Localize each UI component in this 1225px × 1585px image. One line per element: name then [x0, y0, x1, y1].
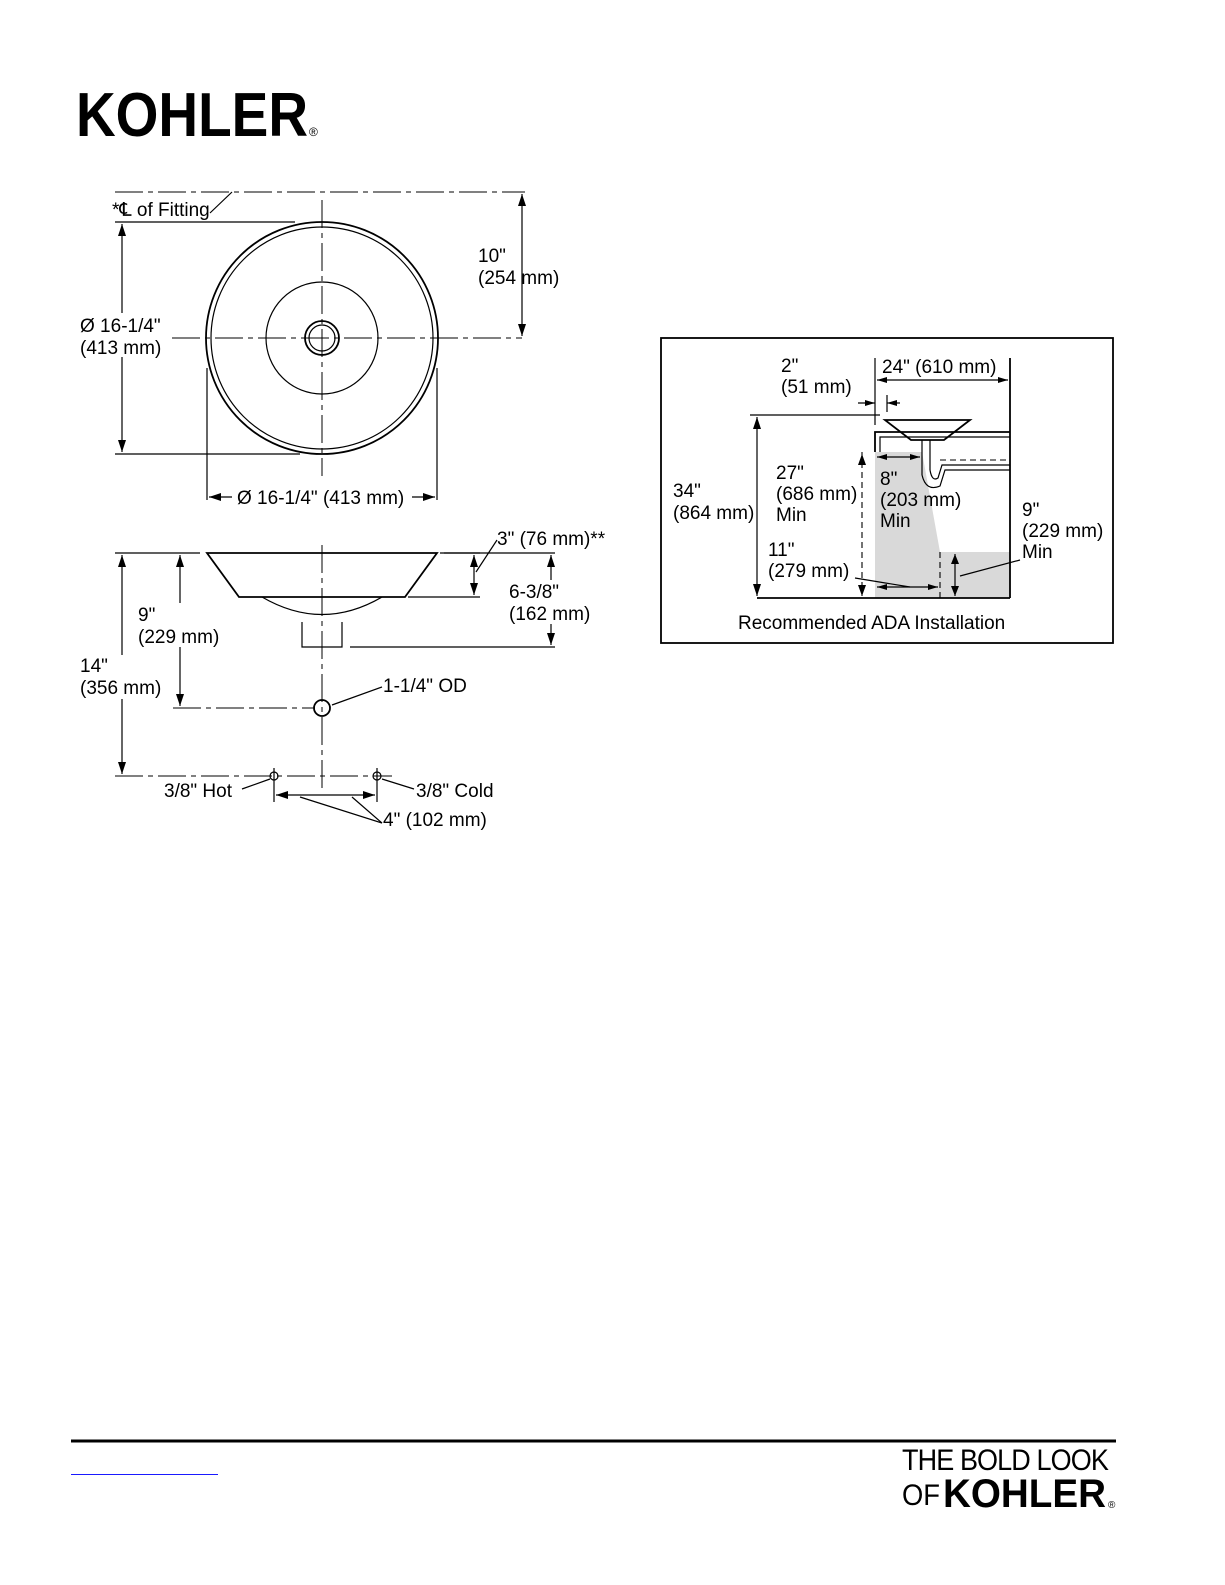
ada-9-arrows [951, 554, 959, 596]
ada-2-arrowheads [865, 400, 897, 406]
dim-14-mask [78, 655, 168, 699]
dim-9-mm-label: (229 mm) [138, 627, 219, 648]
top-view: *℄ of Fitting 10" (254 mm) Ø 16-1/4" (41… [78, 191, 559, 509]
dim-10-label: 10" [478, 246, 506, 267]
ada-27-min-label: Min [776, 505, 807, 526]
dim-14-label: 14" [80, 656, 108, 677]
dim-3-leader [475, 539, 498, 573]
ada-9-mm-label: (229 mm) [1022, 521, 1103, 542]
ada-caption: Recommended ADA Installation [738, 613, 1005, 634]
spacing-leader-b [351, 796, 383, 824]
spacing-leader-a [299, 796, 383, 824]
ada-tailpiece [921, 440, 931, 475]
dim-dia-bottom-label: Ø 16-1/4" (413 mm) [237, 488, 404, 509]
hot-leader [241, 778, 271, 790]
ada-2-mm-label: (51 mm) [781, 377, 852, 398]
dim-dia-left-mask [78, 313, 168, 357]
ada-8-mm-label: (203 mm) [880, 490, 961, 511]
ada-basin [882, 419, 973, 441]
ada-9-min-label: Min [1022, 542, 1053, 563]
drain-od-label: 1-1/4" OD [383, 676, 467, 697]
ada-8-arrows [877, 454, 920, 460]
tagline-line1: THE BOLD LOOK [902, 1444, 1109, 1477]
drain-leader [331, 686, 383, 706]
logo-registered: ® [309, 125, 318, 139]
cold-label: 3/8" Cold [416, 781, 494, 802]
ada-34-mm-label: (864 mm) [673, 503, 754, 524]
dim-6-mm-label: (162 mm) [509, 604, 590, 625]
ada-counter-inner [879, 436, 1010, 452]
dim-3-label: 3" (76 mm)** [497, 529, 606, 550]
ada-2-label: 2" [781, 356, 798, 377]
side-view: 3" (76 mm)** 6-3/8" (162 mm) 9" (229 mm)… [78, 529, 606, 831]
ada-34-label: 34" [673, 481, 701, 502]
dim-3-arrows [470, 555, 478, 595]
dim-10-mm-label: (254 mm) [478, 268, 559, 289]
basin-profile [205, 552, 439, 598]
footer-link[interactable] [71, 1462, 218, 1475]
ada-11-label: 11" [768, 540, 794, 561]
ada-27-label: 27" [776, 463, 804, 484]
ada-27-mm-label: (686 mm) [776, 484, 857, 505]
tagline-of: OF [902, 1479, 940, 1512]
ada-11-mm-label: (279 mm) [768, 561, 849, 582]
tagline-registered: ® [1108, 1500, 1116, 1511]
ada-8-label: 8" [880, 469, 897, 490]
ada-trap [921, 464, 1010, 489]
spacing-arrows [276, 791, 375, 799]
fitting-leader [209, 191, 233, 214]
dim-dia-left-mm-label: (413 mm) [80, 338, 161, 359]
ada-panel: 2" (51 mm) 24" (610 mm) 34" (864 mm) 27"… [660, 337, 1114, 644]
logo-text: KOHLER [76, 81, 308, 150]
fitting-centerline-label: *℄ of Fitting [112, 200, 210, 221]
dim-14-mm-label: (356 mm) [80, 678, 161, 699]
drain-body [301, 622, 343, 648]
kohler-logo: KOHLER ® [76, 81, 318, 150]
bold-look-logo: THE BOLD LOOK OF KOHLER ® [902, 1444, 1116, 1516]
ada-9-label: 9" [1022, 500, 1039, 521]
ada-frame [660, 337, 1114, 644]
hot-label: 3/8" Hot [164, 781, 233, 802]
tagline-brand: KOHLER [943, 1472, 1106, 1516]
cold-supply [372, 771, 382, 781]
hot-supply [269, 771, 279, 781]
ada-24-label: 24" (610 mm) [882, 357, 996, 378]
spacing-label: 4" (102 mm) [383, 810, 487, 831]
bowl-profile [261, 596, 383, 616]
dim-9-label: 9" [138, 605, 155, 626]
dim-6-mask [504, 580, 594, 624]
cold-leader [381, 778, 415, 790]
ada-8-min-label: Min [880, 511, 911, 532]
dim-6-label: 6-3/8" [509, 582, 559, 603]
ada-counter [874, 431, 1010, 452]
ada-9-leader [959, 559, 1021, 577]
dim-9-mask [136, 603, 226, 647]
drain-outlet [313, 699, 331, 717]
ada-clear-space [875, 452, 1010, 598]
ada-11-leader [854, 577, 911, 588]
dim-dia-left-label: Ø 16-1/4" [80, 316, 161, 337]
